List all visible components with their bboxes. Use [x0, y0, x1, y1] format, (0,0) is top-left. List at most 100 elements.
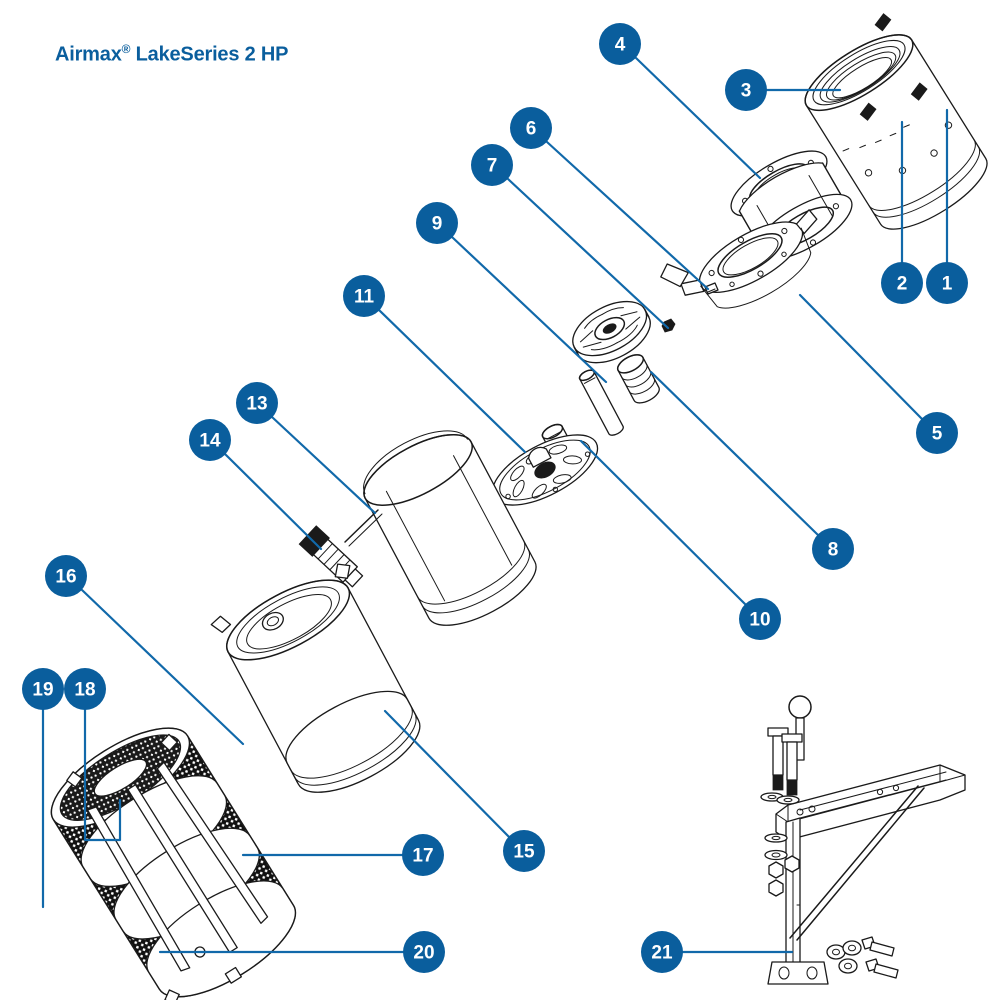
part-washers [760, 792, 800, 861]
callout-5[interactable]: 5 [916, 412, 958, 454]
callout-number-7: 7 [487, 156, 498, 177]
part-hex-nuts [768, 855, 800, 897]
part-impeller [572, 300, 651, 364]
callout-19[interactable]: 19 [22, 668, 64, 710]
leader-line-14 [223, 452, 323, 551]
callout-badge-circle-9 [416, 202, 458, 244]
callout-badge-circle-3 [725, 69, 767, 111]
leader-line-8 [649, 370, 820, 537]
part-set-screw [704, 282, 719, 295]
callout-number-15: 15 [513, 842, 535, 863]
callout-9[interactable]: 9 [416, 202, 458, 244]
part-motor-body [363, 430, 537, 626]
part-threaded-insert-lower [859, 82, 928, 121]
callout-number-6: 6 [526, 119, 537, 140]
callout-6[interactable]: 6 [510, 107, 552, 149]
part-intake-screen [50, 727, 297, 1000]
callout-badge-circle-1 [926, 262, 968, 304]
callout-badge-circle-17 [402, 834, 444, 876]
leader-line-7 [506, 177, 670, 330]
callout-badge-circle-18 [64, 668, 106, 710]
callout-8[interactable]: 8 [812, 528, 854, 570]
part-mounting-bracket-assembly [760, 695, 966, 985]
callout-number-18: 18 [74, 680, 95, 701]
part-drive-shaft [578, 369, 624, 436]
title-model: LakeSeries 2 HP [130, 43, 289, 66]
callout-16[interactable]: 16 [45, 555, 87, 597]
callout-badge-circle-4 [599, 23, 641, 65]
part-threaded-insert-upper [874, 13, 892, 32]
leader-line-10 [579, 439, 748, 607]
part-power-cord [344, 509, 383, 547]
callout-badge-circle-10 [739, 598, 781, 640]
part-hex-bolts [767, 727, 803, 796]
callout-17[interactable]: 17 [402, 834, 444, 876]
callout-20[interactable]: 20 [403, 931, 445, 973]
callout-number-4: 4 [615, 35, 626, 56]
callout-badge-circle-6 [510, 107, 552, 149]
callout-number-9: 9 [432, 214, 443, 235]
leader-line-9 [450, 235, 608, 384]
callout-badges: 1 2 3 4 5 6 7 8 9 10 11 13 14 15 16 17 18 19 20 21 [22, 23, 968, 973]
callout-number-1: 1 [942, 274, 953, 295]
callout-number-14: 14 [199, 431, 221, 452]
leader-line-16 [80, 588, 245, 746]
callout-badge-circle-8 [812, 528, 854, 570]
callout-number-11: 11 [354, 287, 375, 308]
callout-number-10: 10 [749, 610, 770, 631]
callout-badge-circle-21 [641, 931, 683, 973]
leader-line-15 [383, 709, 513, 841]
callout-badge-circle-7 [471, 144, 513, 186]
callout-15[interactable]: 15 [503, 830, 545, 872]
part-diffuser-flange-lower [660, 209, 818, 309]
callout-number-2: 2 [897, 274, 908, 295]
callout-badge-circle-16 [45, 555, 87, 597]
callout-badge-circle-11 [343, 275, 385, 317]
leader-lines [41, 56, 949, 954]
part-motor-canister [210, 563, 421, 793]
callout-7[interactable]: 7 [471, 144, 513, 186]
part-lower-hardware [826, 936, 899, 979]
leader-line-18 [83, 708, 122, 842]
callout-number-13: 13 [246, 394, 267, 415]
callout-badge-circle-5 [916, 412, 958, 454]
leader-line-6 [545, 140, 710, 291]
callout-number-8: 8 [828, 540, 839, 561]
callout-badge-circle-20 [403, 931, 445, 973]
leader-line-11 [377, 308, 527, 454]
callout-10[interactable]: 10 [739, 598, 781, 640]
callout-number-19: 19 [32, 680, 53, 701]
callout-number-17: 17 [412, 846, 433, 867]
callout-14[interactable]: 14 [189, 419, 231, 461]
callout-4[interactable]: 4 [599, 23, 641, 65]
callout-badge-circle-13 [236, 382, 278, 424]
callout-badge-circle-14 [189, 419, 231, 461]
callout-2[interactable]: 2 [881, 262, 923, 304]
callout-11[interactable]: 11 [343, 275, 385, 317]
part-shaft-coupler-spacer [616, 354, 660, 404]
part-hex-nut-small [661, 318, 676, 333]
leader-line-5 [798, 293, 924, 421]
callout-badge-circle-19 [22, 668, 64, 710]
callout-number-3: 3 [741, 81, 752, 102]
callout-13[interactable]: 13 [236, 382, 278, 424]
callout-badge-circle-2 [881, 262, 923, 304]
part-canister-clamp-band [285, 690, 421, 793]
screen-vertical-ribs [86, 761, 269, 972]
leader-line-13 [270, 415, 377, 515]
callout-1[interactable]: 1 [926, 262, 968, 304]
registered-mark: ® [121, 42, 131, 56]
callout-badge-circle-15 [503, 830, 545, 872]
part-outer-shroud-housing [804, 13, 988, 230]
callout-18[interactable]: 18 [64, 668, 106, 710]
leader-line-4 [634, 56, 762, 180]
callout-number-5: 5 [932, 424, 943, 445]
page-title: Airmax® LakeSeries 2 HP [55, 42, 288, 67]
callout-3[interactable]: 3 [725, 69, 767, 111]
callout-number-16: 16 [55, 567, 76, 588]
callout-21[interactable]: 21 [641, 931, 683, 973]
callout-number-20: 20 [413, 943, 434, 964]
